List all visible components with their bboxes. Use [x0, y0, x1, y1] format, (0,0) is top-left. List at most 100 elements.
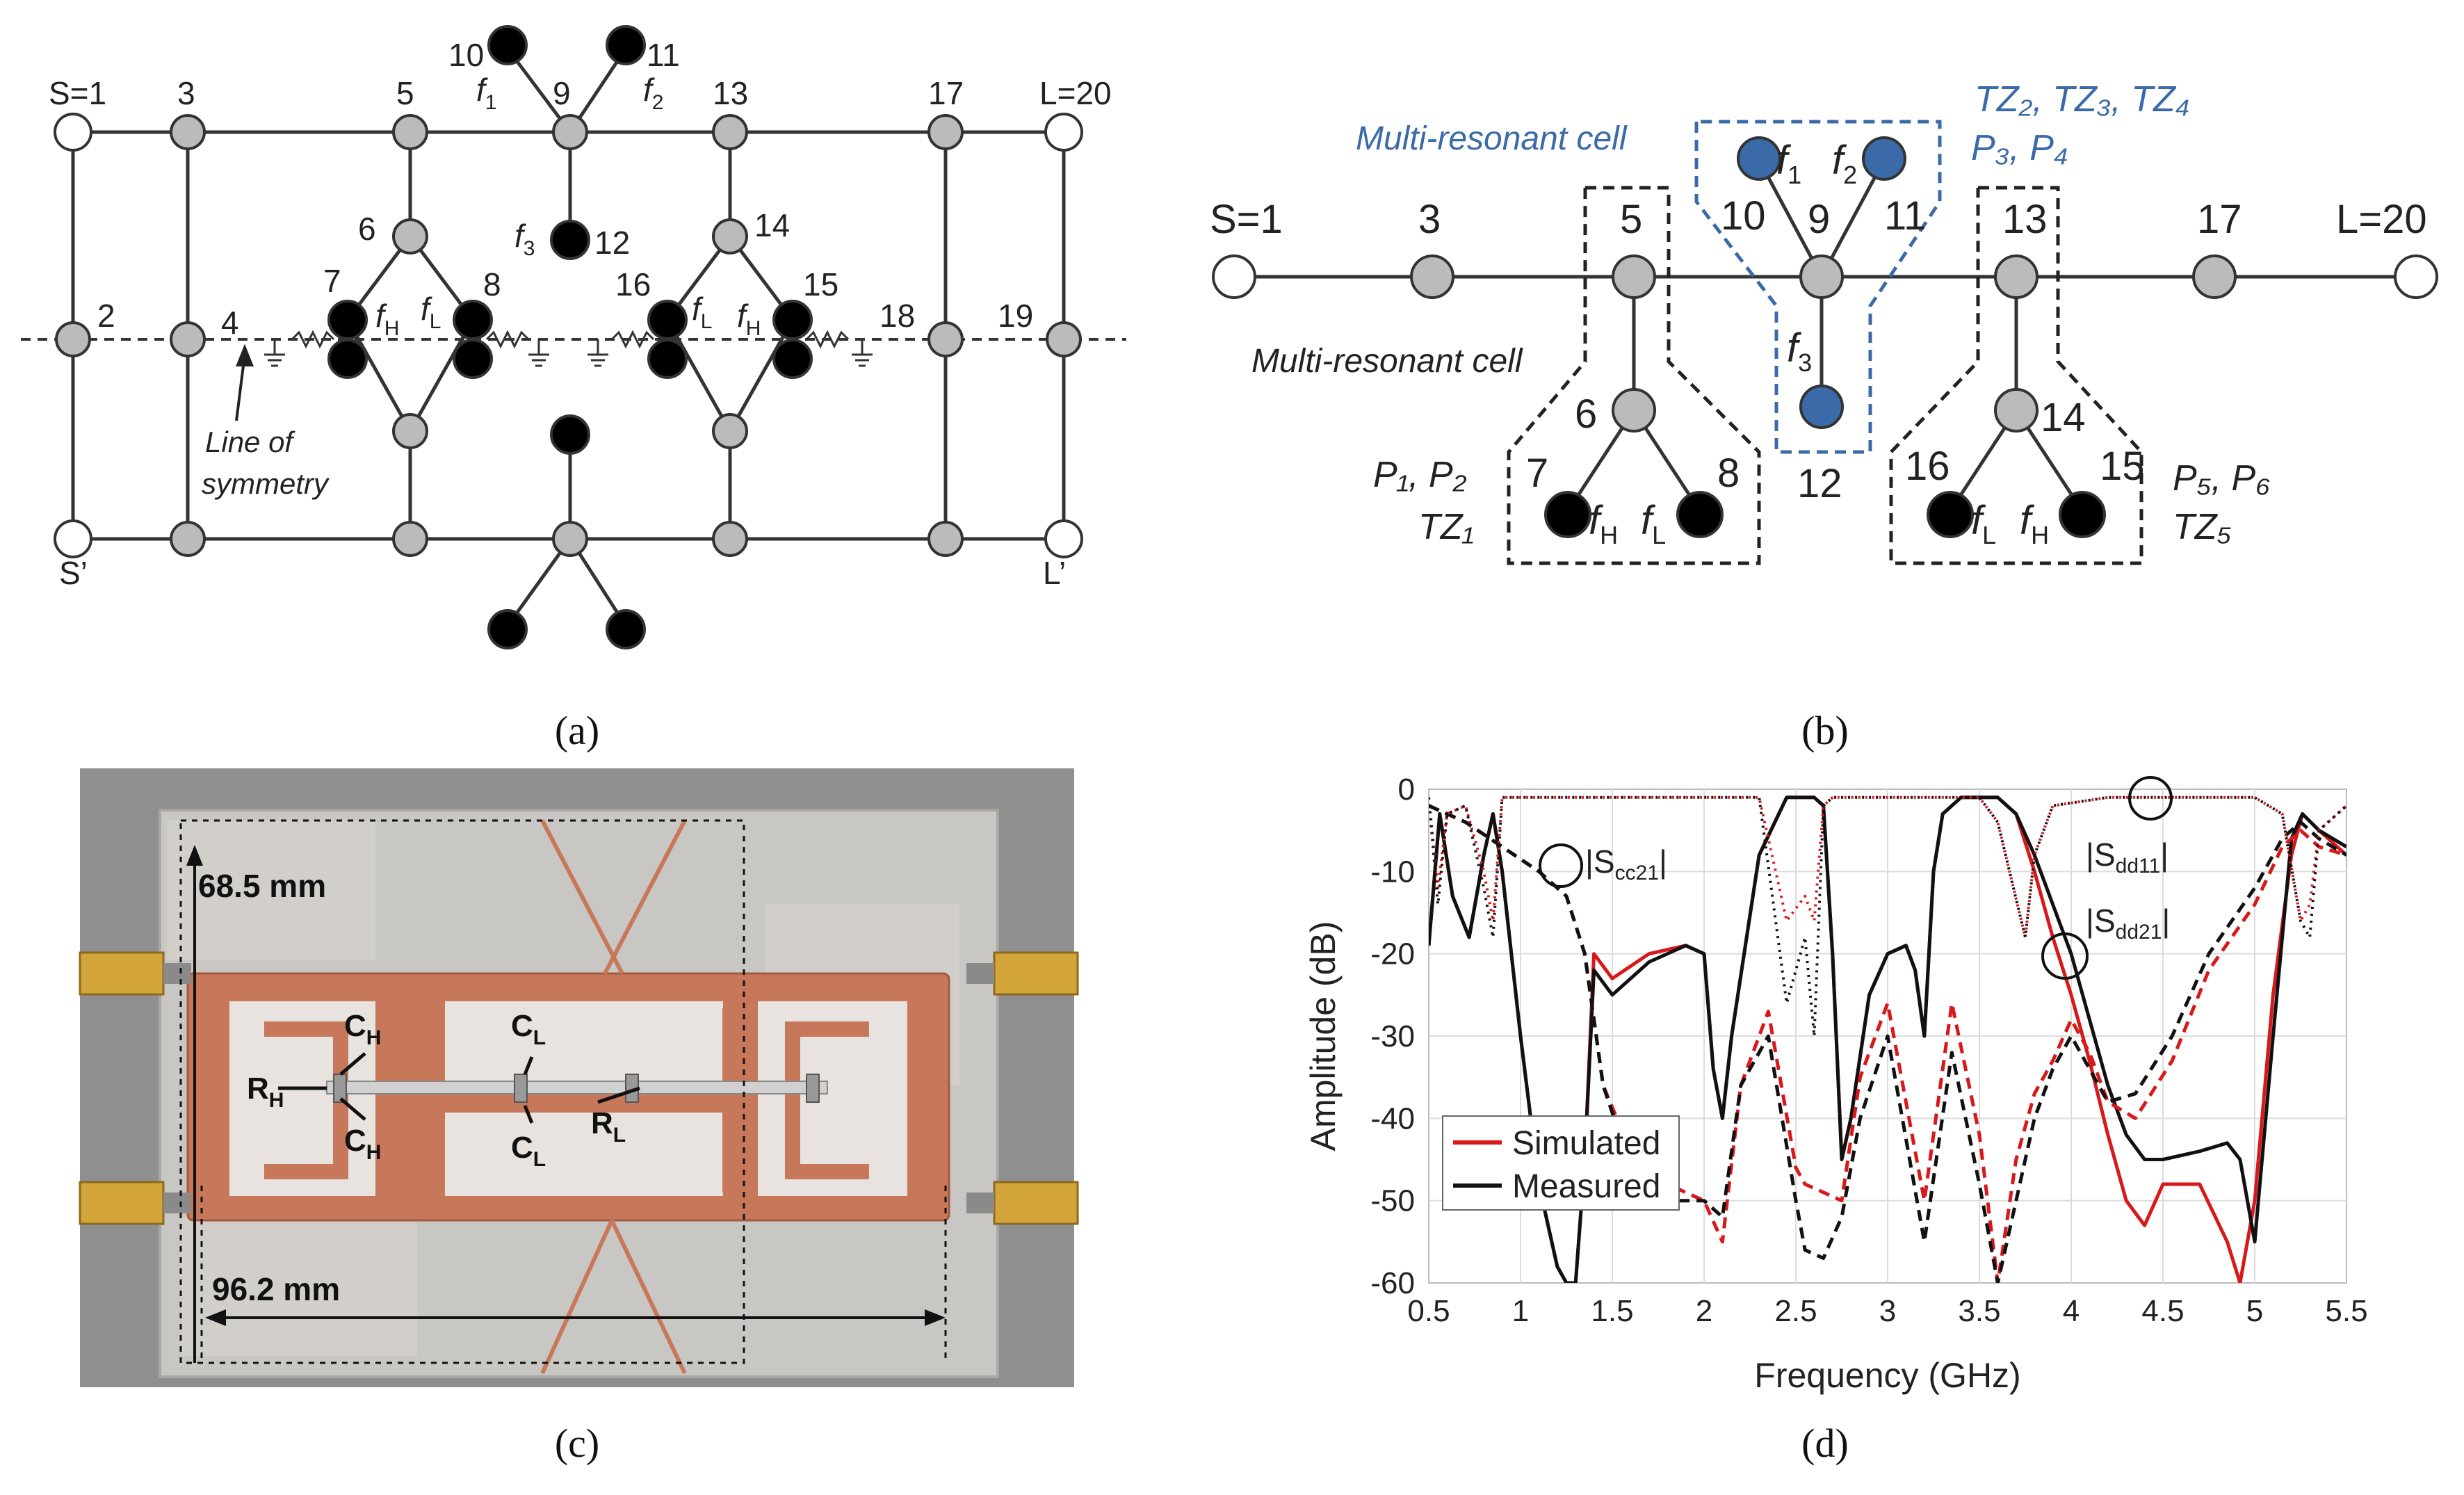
label-b-15: 15 [2100, 444, 2145, 489]
label-node-s-prime: S’ [59, 555, 88, 591]
node-19 [1046, 321, 1082, 357]
label-b-12: 12 [1797, 461, 1842, 506]
series-measured-dashed [1429, 804, 2347, 1283]
label-fh-right: fH [737, 298, 761, 340]
x-tick-label: 5.5 [2325, 1294, 2367, 1328]
label-b-14: 14 [2041, 395, 2086, 440]
label-node-l: L=20 [1039, 75, 1112, 111]
resonator-16-mirror [647, 339, 688, 379]
label-f1: f1 [476, 72, 496, 114]
series-measured-solid [1429, 795, 2347, 1283]
label-f2: f2 [643, 72, 663, 114]
tz-label-right: TZ₅ [2173, 507, 2232, 547]
resonator-10-mirror [487, 609, 528, 649]
label-node-19: 19 [998, 298, 1033, 334]
resonator-8-mirror [453, 339, 493, 379]
node-6-mirror [392, 413, 428, 449]
label-node-8: 8 [483, 266, 501, 302]
symmetry-arrow [235, 344, 254, 421]
label-b-fh-right: fH [2020, 498, 2049, 549]
y-tick-label: 0 [1398, 773, 1415, 807]
legend-simulated: Simulated [1512, 1125, 1660, 1162]
p-label-top: P₃, P₄ [1971, 128, 2068, 168]
annotation-circle-sdd11 [2128, 776, 2173, 821]
y-tick-label: -30 [1370, 1019, 1415, 1053]
label-node-14: 14 [754, 207, 790, 243]
label-b-fl-right: fL [1971, 498, 1996, 549]
label-node-3: 3 [177, 75, 195, 111]
series-layer [1429, 795, 2347, 1283]
label-b-11: 11 [1884, 193, 1926, 239]
label-rh: RH [247, 1072, 284, 1112]
resonator-b-12 [1799, 385, 1844, 429]
x-axis-label: Frequency (GHz) [1754, 1356, 2020, 1395]
label-node-15: 15 [803, 266, 838, 302]
resonator-16 [647, 300, 688, 340]
label-b-8: 8 [1717, 451, 1740, 496]
resonator-b-10 [1737, 136, 1781, 181]
resonator-10 [487, 25, 528, 65]
node-14-mirror [712, 413, 748, 449]
node-source-mirror [54, 519, 92, 558]
multi-resonant-box-left [1507, 186, 2143, 565]
label-b-f3: f3 [1787, 325, 1812, 377]
label-b-6: 6 [1575, 391, 1597, 437]
label-scc21: |Scc21| [1585, 843, 1667, 884]
label-b-7: 7 [1526, 451, 1548, 496]
node-b-9 [1799, 254, 1844, 299]
label-cl-top: CL [511, 1009, 546, 1049]
x-tick-label: 4 [2063, 1294, 2080, 1328]
label-ch-top: CH [344, 1009, 381, 1049]
label-b-3: 3 [1418, 197, 1441, 242]
node-9-mirror [552, 521, 588, 557]
label-f3: f3 [514, 218, 535, 260]
label-node-l-prime: L’ [1043, 555, 1066, 591]
label-ch-bottom: CH [344, 1124, 381, 1164]
label-b-fh-left: fH [1589, 498, 1618, 549]
label-fh-left: fH [375, 298, 399, 340]
tz-label-left: TZ₁ [1418, 507, 1474, 547]
x-tick-label: 2 [1696, 1294, 1712, 1328]
label-b-5: 5 [1620, 197, 1642, 242]
line-of-symmetry-label-2: symmetry [202, 467, 330, 500]
y-tick-label: -50 [1370, 1184, 1415, 1218]
node-2 [55, 321, 91, 357]
node-b-17 [2192, 254, 2237, 299]
resonator-b-15 [2059, 491, 2106, 538]
series-simulated-dashed [1429, 804, 2347, 1283]
resonator-11 [606, 25, 646, 65]
x-tick-label: 0.5 [1407, 1294, 1450, 1328]
node-17-mirror [927, 521, 964, 557]
label-node-12: 12 [594, 225, 630, 261]
label-b-10: 10 [1721, 193, 1766, 239]
line-of-symmetry-label-1: Line of [205, 426, 295, 458]
resonator-7 [327, 300, 368, 340]
node-3-mirror [170, 521, 206, 557]
resonator-b-11 [1862, 136, 1906, 181]
x-tick-label: 3.5 [1958, 1294, 2000, 1328]
caption-a: (a) [555, 708, 599, 753]
label-node-9: 9 [553, 75, 571, 111]
x-tick-label: 5 [2246, 1294, 2263, 1328]
label-node-4: 4 [221, 305, 239, 341]
label-node-5: 5 [396, 75, 414, 111]
dimension-height-label: 68.5 mm [198, 868, 326, 904]
node-b-source [1212, 254, 1256, 299]
label-node-18: 18 [880, 298, 915, 334]
resonator-11-mirror [606, 609, 646, 649]
resonator-b-16 [1927, 491, 1974, 538]
label-node-17: 17 [928, 75, 964, 111]
node-load-mirror [1044, 519, 1083, 558]
resonator-7-mirror [327, 339, 368, 379]
x-tick-label: 2.5 [1774, 1294, 1817, 1328]
label-cl-bottom: CL [511, 1131, 546, 1171]
label-b-l: L=20 [2336, 197, 2427, 242]
label-b-13: 13 [2002, 197, 2048, 242]
resonator-15 [772, 300, 813, 340]
resonator-12 [550, 220, 590, 260]
p-label-left: P₁, P₂ [1373, 455, 1467, 495]
chart-legend: Simulated Measured [1442, 1115, 1680, 1211]
